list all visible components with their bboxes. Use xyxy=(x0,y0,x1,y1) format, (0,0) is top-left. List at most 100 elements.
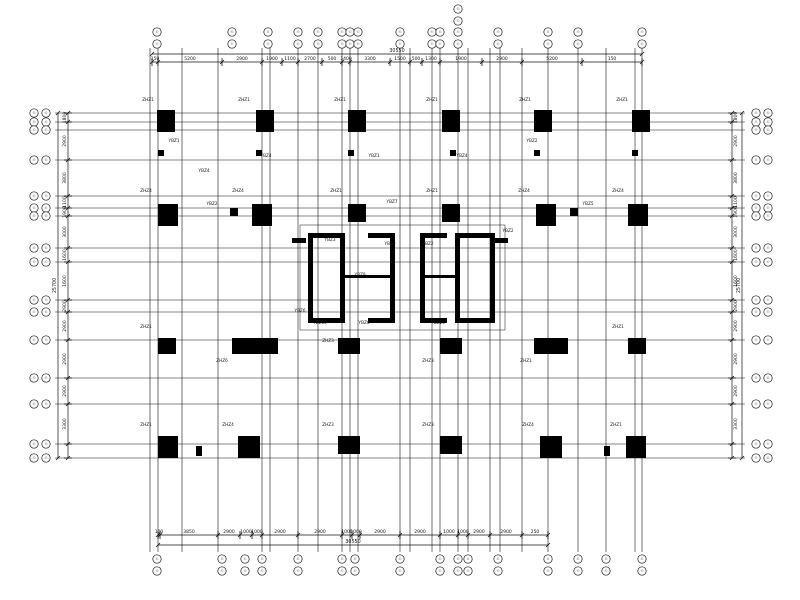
axis-bubble xyxy=(453,554,463,564)
axis-bubble-label: ① xyxy=(399,30,402,34)
column xyxy=(256,110,274,132)
axis-bubble xyxy=(29,257,39,267)
axis-bubble-label: ① xyxy=(605,557,608,561)
dimension-value: 1900 xyxy=(455,56,467,62)
dimension-tick xyxy=(55,455,61,461)
axis-bubble xyxy=(435,39,445,49)
axis-bubble xyxy=(29,155,39,165)
axis-bubble xyxy=(543,554,553,564)
axis-bubble xyxy=(573,554,583,564)
axis-bubble-label: ① xyxy=(755,310,758,314)
axis-bubble xyxy=(350,566,360,576)
axis-bubble-label: ① xyxy=(641,569,644,573)
axis-bubble-label: ① xyxy=(33,246,36,250)
axis-bubble xyxy=(41,155,51,165)
dimension-value: 5200 xyxy=(546,56,558,62)
column xyxy=(628,338,646,354)
column-label: ZHZ1 xyxy=(142,97,154,102)
axis-bubble xyxy=(763,191,773,201)
dimension-value: 2900 xyxy=(496,56,508,62)
axis-bubble-label: ① xyxy=(45,111,48,115)
axis-bubble xyxy=(152,27,162,37)
axis-bubble xyxy=(763,295,773,305)
axis-bubble xyxy=(29,307,39,317)
dimension-value: 1500 xyxy=(394,56,406,62)
dimension-value: 3000 xyxy=(62,226,68,238)
shear-wall xyxy=(368,318,395,323)
dimension-value: 1300 xyxy=(425,56,437,62)
axis-bubble-label: ① xyxy=(261,557,264,561)
axis-bubble-label: ① xyxy=(297,557,300,561)
shear-wall xyxy=(308,233,344,238)
axis-bubble xyxy=(751,191,761,201)
axis-bubble-label: ① xyxy=(755,456,758,460)
axis-bubble-label: ① xyxy=(33,158,36,162)
axis-bubble-label: ① xyxy=(33,214,36,218)
axis-bubble-label: ① xyxy=(767,120,770,124)
axis-bubble xyxy=(751,257,761,267)
axis-bubble xyxy=(395,39,405,49)
dimension-value: 2900 xyxy=(374,529,386,535)
axis-bubble-label: ① xyxy=(755,260,758,264)
wall-label: YBZ4 xyxy=(456,153,468,158)
axis-bubble-label: ① xyxy=(755,442,758,446)
axis-bubble xyxy=(637,39,647,49)
column-label: ZHZ3 xyxy=(422,422,434,427)
axis-bubble-label: ① xyxy=(45,120,48,124)
dimension-value: 1900 xyxy=(62,206,68,218)
axis-bubble xyxy=(763,257,773,267)
wall-label: YBZ4 xyxy=(260,153,272,158)
axis-bubble-label: ① xyxy=(467,557,470,561)
axis-bubble-label: ① xyxy=(547,42,550,46)
axis-bubble-label: ① xyxy=(641,42,644,46)
dimension-value: 3000 xyxy=(733,226,739,238)
axis-bubble xyxy=(493,39,503,49)
axis-bubble xyxy=(240,566,250,576)
axis-bubble xyxy=(227,39,237,49)
axis-bubble xyxy=(313,39,323,49)
axis-bubble-label: ① xyxy=(755,111,758,115)
axis-bubble-label: ① xyxy=(341,42,344,46)
axis-bubble-label: ① xyxy=(497,557,500,561)
axis-bubble-label: ① xyxy=(767,128,770,132)
axis-bubble xyxy=(453,27,463,37)
dimension-value: 1900 xyxy=(266,56,278,62)
axis-bubble-label: ① xyxy=(439,557,442,561)
column xyxy=(232,338,278,354)
shear-wall xyxy=(490,233,495,323)
axis-bubble-label: ① xyxy=(267,42,270,46)
axis-bubble xyxy=(293,27,303,37)
dimension-value: 1000 xyxy=(251,529,263,535)
axis-bubble-label: ① xyxy=(244,557,247,561)
axis-bubble xyxy=(453,4,463,14)
wall-label: YBZ2 xyxy=(526,138,538,143)
axis-bubble-label: ① xyxy=(231,30,234,34)
dimension-value: 250 xyxy=(531,529,540,535)
axis-bubble xyxy=(263,39,273,49)
dimension-value: 2900 xyxy=(62,353,68,365)
axis-bubble-label: ① xyxy=(33,111,36,115)
axis-bubble-label: ① xyxy=(641,557,644,561)
dimension-value: 2900 xyxy=(473,529,485,535)
axis-bubble xyxy=(293,554,303,564)
axis-bubble-label: ① xyxy=(45,194,48,198)
axis-bubble-label: ① xyxy=(33,128,36,132)
boundary-element xyxy=(534,150,540,156)
axis-bubble xyxy=(751,307,761,317)
column-label: ZHZ4 xyxy=(612,188,624,193)
axis-bubble-label: ① xyxy=(297,569,300,573)
column xyxy=(628,204,648,226)
axis-bubble xyxy=(453,16,463,26)
dimension-value: 1900 xyxy=(733,206,739,218)
wall-label: YBZ6 xyxy=(358,320,370,325)
boundary-element xyxy=(230,208,238,216)
dimension-value: 1400 xyxy=(340,56,352,62)
axis-bubble-label: ① xyxy=(221,557,224,561)
axis-bubble-label: ① xyxy=(457,42,460,46)
wall-label: YBZ6 xyxy=(294,308,306,313)
column xyxy=(534,110,552,132)
column-label: ZHZ3 xyxy=(422,358,434,363)
shear-wall xyxy=(455,233,491,238)
axis-bubble-label: ① xyxy=(457,557,460,561)
axis-bubble xyxy=(543,566,553,576)
